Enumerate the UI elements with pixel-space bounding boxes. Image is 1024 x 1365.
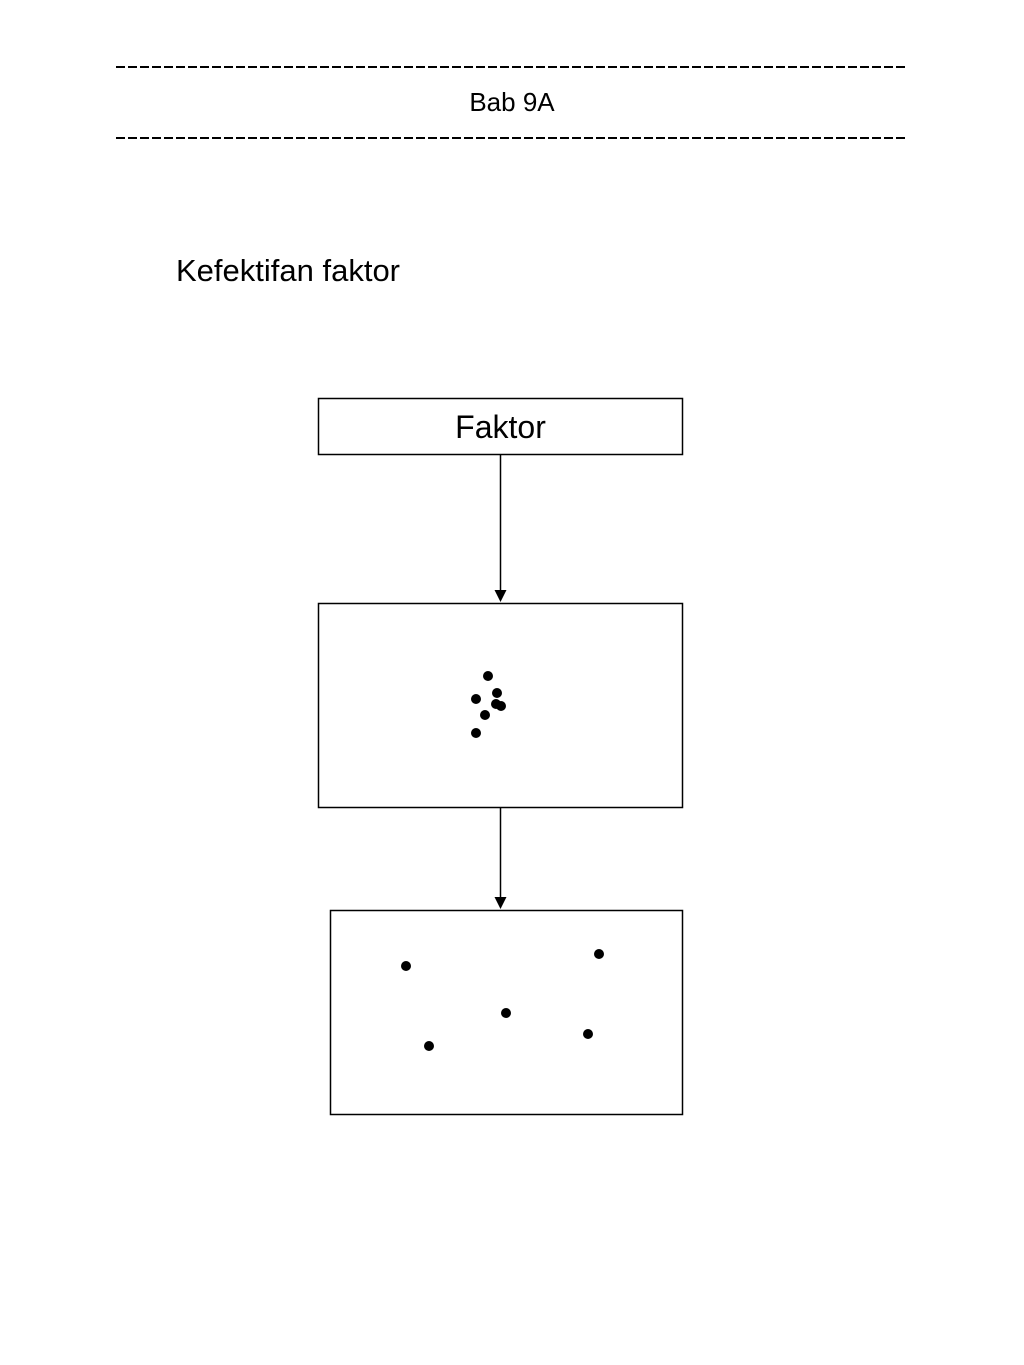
cluster-point (496, 701, 506, 711)
section-title: Kefektifan faktor (176, 253, 401, 288)
cluster-point (471, 694, 481, 704)
factor-box: Faktor (317, 397, 684, 456)
scatter-point (401, 961, 411, 971)
cluster-point (483, 671, 493, 681)
clustered-box (317, 602, 684, 809)
scatter-point (594, 949, 604, 959)
scatter-point (501, 1008, 511, 1018)
cluster-point (471, 728, 481, 738)
scatter-point (583, 1029, 593, 1039)
header-rule-top (116, 57, 908, 77)
scatter-point (424, 1041, 434, 1051)
cluster-point (480, 710, 490, 720)
header-rule-bottom (116, 128, 908, 148)
factor-box-label: Faktor (455, 409, 546, 445)
cluster-point (492, 688, 502, 698)
scattered-box (329, 909, 684, 1116)
chapter-title: Bab 9A (469, 87, 555, 117)
